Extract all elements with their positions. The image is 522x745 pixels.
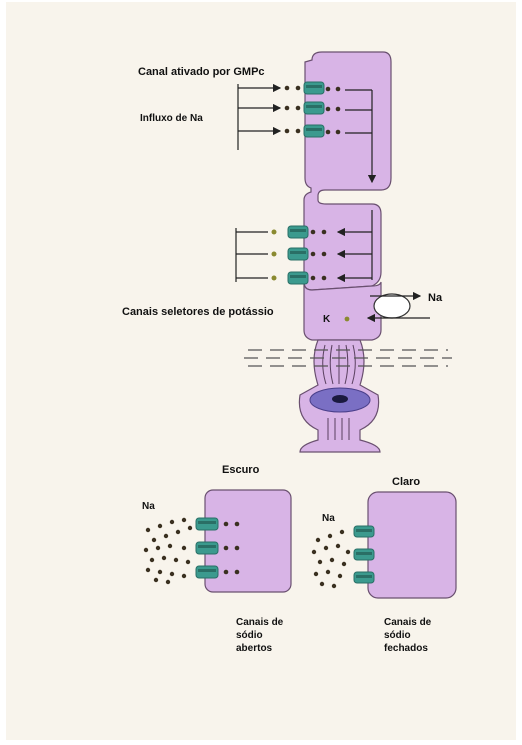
label-na-pump: Na (428, 292, 442, 305)
nucleolus (332, 395, 348, 403)
label-potassium-channels: Canais seletores de potássio (122, 306, 274, 319)
label-closed-channels: Canais de sódio fechados (384, 616, 434, 655)
label-na-dark: Na (142, 500, 155, 513)
dark-na-cloud (144, 518, 192, 584)
light-na-cloud (312, 530, 350, 588)
label-k-ion: K (323, 313, 330, 326)
gmpc-channels (304, 82, 324, 137)
label-gmpc-channel: Canal ativado por GMPc (138, 66, 265, 79)
label-na-influx: Influxo de Na (140, 112, 203, 125)
potassium-channels (288, 226, 308, 284)
label-dark: Escuro (222, 464, 259, 477)
label-na-light: Na (322, 512, 335, 525)
light-cell (354, 492, 456, 598)
label-open-channels: Canais de sódio abertos (236, 616, 286, 655)
rod-inner-segment (304, 282, 381, 340)
label-light: Claro (392, 476, 420, 489)
dark-cell (196, 490, 291, 592)
